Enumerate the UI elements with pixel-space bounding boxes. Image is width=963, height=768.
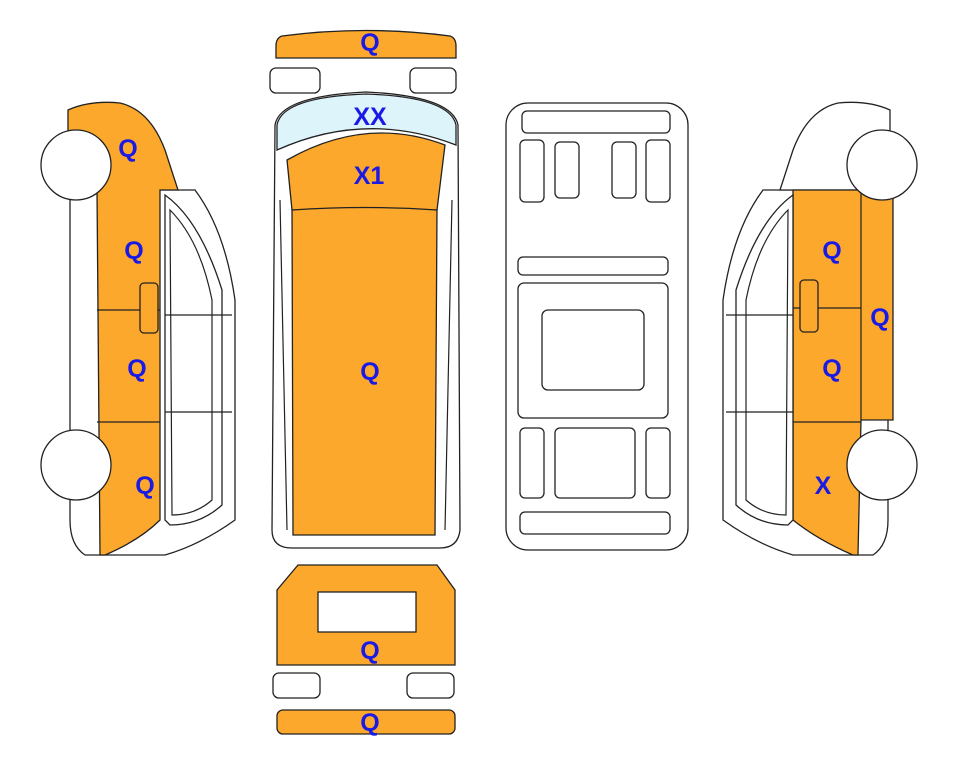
left-front-wheel — [40, 129, 112, 201]
floor-plan-view — [505, 102, 689, 551]
left-door-handle — [139, 282, 159, 334]
roof-label: Q — [360, 358, 379, 386]
rear-bumper-damaged[interactable] — [276, 709, 456, 735]
rear-bumper-label: Q — [360, 709, 379, 737]
right-rear-quarter-label: X — [815, 472, 832, 500]
top-view — [269, 29, 461, 549]
left-rear-wheel — [40, 429, 112, 501]
left-side-panel-damaged[interactable] — [67, 101, 179, 556]
left-side-view — [40, 101, 236, 556]
right-front-door-label: Q — [822, 237, 841, 265]
right-headlight — [409, 67, 457, 94]
left-rear-quarter-label: Q — [135, 472, 154, 500]
left-taillight — [272, 672, 321, 699]
windshield-label: XX — [353, 103, 387, 131]
rear-door-label: Q — [360, 637, 379, 665]
front-bumper-damaged[interactable] — [275, 29, 457, 59]
rear-view — [272, 564, 456, 735]
right-side-panel-label: Q — [822, 355, 841, 383]
left-front-fender-label: Q — [118, 135, 137, 163]
hood-label: X1 — [354, 162, 385, 190]
right-side-edge-label: Q — [870, 304, 889, 332]
right-side-view — [722, 101, 918, 556]
left-side-panel-label: Q — [127, 355, 146, 383]
windshield[interactable] — [276, 93, 457, 152]
left-headlight — [269, 67, 321, 94]
roof-damaged[interactable] — [291, 206, 438, 536]
right-taillight — [406, 672, 455, 699]
hood-damaged[interactable] — [286, 132, 446, 211]
rear-window — [317, 591, 417, 633]
front-bumper-label: Q — [360, 29, 379, 57]
left-front-door-label: Q — [124, 237, 143, 265]
left-side-window-frame — [164, 193, 223, 526]
